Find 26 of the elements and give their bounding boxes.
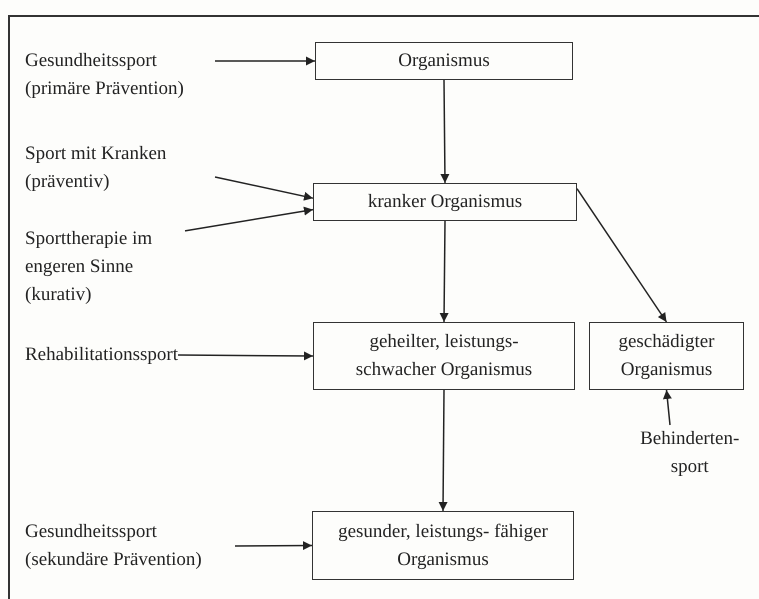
sport-label: Rehabilitationssport [25, 341, 178, 369]
sport-label: Sporttherapie im engeren Sinne (kurativ) [25, 225, 185, 309]
box-label: kranker Organismus [368, 190, 522, 214]
arrow [184, 206, 314, 232]
arrow [215, 56, 315, 66]
arrow [440, 80, 450, 183]
arrow [214, 176, 314, 201]
sport-label: Sport mit Kranken (präventiv) [25, 140, 215, 196]
process-box [313, 183, 577, 221]
sport-label: Gesundheitssport (sekundäre Prävention) [25, 518, 235, 574]
arrow [235, 541, 312, 550]
box-label: Organismus [398, 49, 490, 73]
sport-label: Gesundheitssport (primäre Prävention) [25, 47, 215, 103]
arrow [438, 390, 448, 511]
box-label: geschädigter Organismus [617, 330, 716, 382]
process-box [589, 322, 744, 390]
arrow [576, 188, 668, 322]
box-label: gesunder, leistungs- fähiger Organismus [337, 520, 549, 572]
box-label: geheilter, leistungs- schwacher Organismus [354, 330, 534, 382]
arrow [440, 221, 449, 322]
arrow [178, 351, 313, 360]
process-box [315, 42, 573, 80]
process-box [313, 322, 575, 390]
arrow [662, 390, 672, 426]
sport-label: Behinderten- sport [620, 425, 759, 481]
process-box [312, 511, 574, 580]
